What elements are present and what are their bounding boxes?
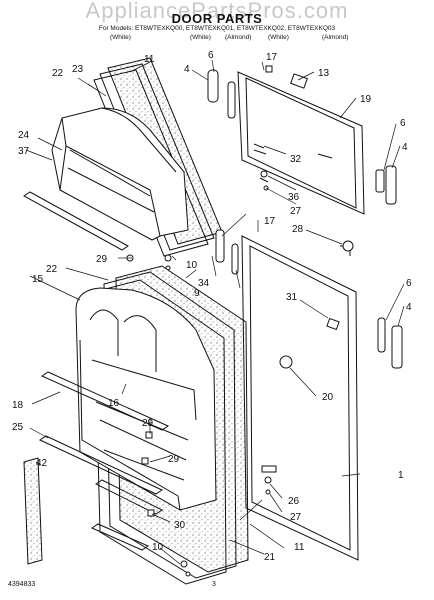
callout: 6 — [406, 278, 412, 289]
callout: 26 — [288, 496, 300, 507]
callout: 29 — [142, 418, 154, 429]
model-color: (Almond) — [225, 34, 252, 41]
callout: 22 — [46, 264, 58, 275]
callout: 4 — [402, 142, 408, 153]
callout: 36 — [288, 192, 300, 203]
freezer-door-shelf-assembly — [51, 107, 189, 241]
callout: 4 — [184, 64, 190, 75]
model-color: (Almond) — [322, 34, 349, 41]
fresh-food-handle — [215, 229, 403, 369]
callout: 23 — [72, 64, 84, 75]
watermark: AppliancePartsPros.com — [85, 0, 349, 23]
callout: 37 — [18, 146, 30, 157]
callout: 18 — [12, 400, 24, 411]
leader-lines — [25, 59, 405, 565]
freezer-trim-pieces — [164, 65, 397, 271]
callout: 11 — [294, 542, 305, 553]
freezer-outer-door — [237, 71, 365, 215]
callout: 6 — [208, 50, 214, 61]
fresh-food-trim-pieces — [126, 240, 354, 577]
model-color: (White) — [110, 34, 131, 41]
callout: 29 — [168, 454, 180, 465]
callout: 1 — [398, 470, 404, 481]
callout: 19 — [360, 94, 372, 105]
callout: 16 — [108, 398, 120, 409]
model-color: (White) — [190, 34, 211, 41]
page-number: 3 — [212, 581, 216, 588]
callout: 34 — [198, 278, 210, 289]
callout: 9 — [194, 288, 200, 299]
document-number: 4394833 — [8, 581, 36, 588]
callout: 6 — [400, 118, 406, 129]
callout: 17 — [264, 216, 276, 227]
callout: 31 — [286, 292, 298, 303]
callout: 15 — [32, 274, 44, 285]
callout: 25 — [12, 422, 24, 433]
door-trim-strip — [23, 457, 43, 565]
callout: 11 — [144, 54, 155, 65]
freezer-shelf-bar — [23, 191, 129, 251]
callout-labels: 1 4 4 4 6 6 6 9 10 10 11 11 13 15 16 17 … — [12, 50, 412, 563]
fresh-food-outer-door — [241, 235, 359, 561]
callout: 27 — [290, 206, 302, 217]
model-color: (White) — [268, 34, 289, 41]
callout: 4 — [406, 302, 412, 313]
callout: 20 — [322, 392, 334, 403]
callout: 30 — [174, 520, 186, 531]
callout: 28 — [292, 224, 304, 235]
model-list: For Models: ET8WTEXKQ00, ET8WTEXKQ01, ET… — [98, 25, 336, 32]
fresh-food-shelf-bars — [38, 371, 170, 551]
fresh-food-door-liner — [75, 287, 217, 511]
callout: 29 — [96, 254, 108, 265]
callout: 32 — [290, 154, 302, 165]
freezer-handle — [207, 69, 236, 119]
callout: 22 — [52, 68, 64, 79]
callout: 10 — [186, 260, 198, 271]
callout: 21 — [264, 552, 276, 563]
callout: 24 — [18, 130, 30, 141]
callout: 42 — [36, 458, 48, 469]
callout: 10 — [152, 542, 164, 553]
diagram-title: DOOR PARTS — [171, 11, 263, 26]
callout: 13 — [318, 68, 330, 79]
callout: 17 — [266, 52, 278, 63]
callout: 27 — [290, 512, 302, 523]
